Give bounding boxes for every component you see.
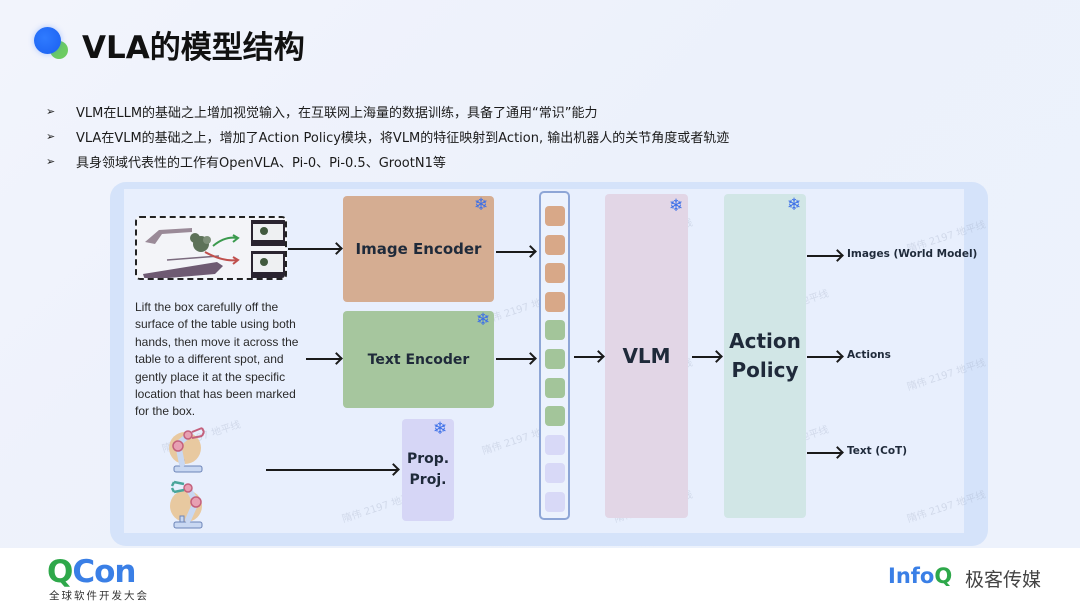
- arrow-to-images-output: [807, 255, 841, 257]
- bullet-text: 具身领域代表性的工作有OpenVLA、Pi-0、Pi-0.5、GrootN1等: [76, 156, 446, 171]
- token-text: [545, 349, 565, 369]
- token-proprio: [545, 434, 565, 455]
- prop-proj-label-line1: Prop.: [406, 451, 450, 467]
- qcon-logo-con: Con: [72, 554, 136, 590]
- qcon-logo-q: Q: [47, 554, 73, 590]
- output-label-actions: Actions: [847, 349, 891, 361]
- token-text: [545, 406, 565, 427]
- action-policy-label-line2: Policy: [731, 358, 799, 382]
- bullet-item: ➢ VLA在VLM的基础之上，增加了Action Policy模块，将VLM的特…: [46, 124, 996, 149]
- token-image: [545, 291, 565, 312]
- bullet-item: ➢ VLM在LLM的基础之上增加视觉输入，在互联网上海量的数据训练，具备了通用“…: [46, 99, 996, 124]
- action-policy-block: Action Policy: [724, 194, 806, 518]
- token-image: [545, 234, 565, 255]
- bullet-text: VLA在VLM的基础之上，增加了Action Policy模块，将VLM的特征映…: [76, 131, 730, 146]
- token-sequence-column: [539, 191, 570, 520]
- instruction-text: Lift the box carefully off the surface o…: [135, 300, 299, 419]
- arrow-image-encoder-to-tokens: [496, 251, 534, 253]
- input-image-frames: [135, 216, 287, 280]
- arrow-image-to-encoder: [288, 248, 340, 250]
- text-encoder-label: Text Encoder: [367, 351, 470, 368]
- robot-arm-icon: [169, 427, 205, 473]
- qcon-logo: QCon: [47, 554, 136, 590]
- title-dot-blue-icon: [34, 27, 61, 54]
- snowflake-frozen-icon: ❄: [476, 310, 491, 330]
- proprio-projector-block: Prop. Proj.: [402, 419, 454, 521]
- arrow-proprio-to-proj: [266, 469, 397, 471]
- token-text: [545, 320, 565, 341]
- bullet-arrow-icon: ➢: [46, 155, 56, 168]
- output-label-text-cot: Text (CoT): [847, 445, 908, 457]
- bullet-arrow-icon: ➢: [46, 105, 56, 118]
- image-encoder-label: Image Encoder: [355, 240, 482, 258]
- token-text: [545, 377, 565, 398]
- token-proprio: [545, 463, 565, 484]
- snowflake-frozen-icon: ❄: [669, 196, 684, 216]
- text-encoder-block: Text Encoder: [343, 311, 494, 408]
- snowflake-frozen-icon: ❄: [474, 195, 489, 215]
- infoq-logo-q: Q: [934, 564, 953, 588]
- token-proprio: [545, 492, 565, 512]
- bullet-item: ➢ 具身领域代表性的工作有OpenVLA、Pi-0、Pi-0.5、GrootN1…: [46, 149, 996, 174]
- action-policy-label-line1: Action: [729, 329, 801, 353]
- arrow-to-text-output: [807, 452, 841, 454]
- infoq-logo-info: Info: [888, 564, 935, 588]
- arrow-text-encoder-to-tokens: [496, 358, 534, 360]
- robot-arm-icon: [170, 480, 203, 529]
- infoq-chinese-name: 极客传媒: [965, 569, 1042, 591]
- bullet-list: ➢ VLM在LLM的基础之上增加视觉输入，在互联网上海量的数据训练，具备了通用“…: [46, 99, 996, 174]
- snowflake-frozen-icon: ❄: [787, 195, 802, 215]
- vlm-block: VLM: [605, 194, 688, 518]
- token-image: [545, 206, 565, 226]
- output-label-images: Images (World Model): [847, 248, 978, 260]
- snowflake-frozen-icon: ❄: [433, 419, 448, 439]
- prop-proj-label-line2: Proj.: [409, 472, 447, 488]
- bullet-text: VLM在LLM的基础之上增加视觉输入，在互联网上海量的数据训练，具备了通用“常识…: [76, 106, 598, 121]
- token-image: [545, 263, 565, 284]
- infoq-logo: InfoQ: [888, 564, 952, 588]
- footer-bar: [0, 548, 1080, 608]
- vlm-label: VLM: [622, 344, 671, 368]
- page-title: VLA的模型结构: [82, 30, 305, 66]
- arrow-tokens-to-vlm: [574, 356, 602, 358]
- arrow-vlm-to-policy: [692, 356, 720, 358]
- arrow-text-to-encoder: [306, 358, 340, 360]
- robot-scene-image: [137, 218, 285, 278]
- image-encoder-block: Image Encoder: [343, 196, 494, 302]
- bullet-arrow-icon: ➢: [46, 130, 56, 143]
- arrow-to-actions-output: [807, 356, 841, 358]
- qcon-subtitle: 全球软件开发大会: [49, 590, 149, 602]
